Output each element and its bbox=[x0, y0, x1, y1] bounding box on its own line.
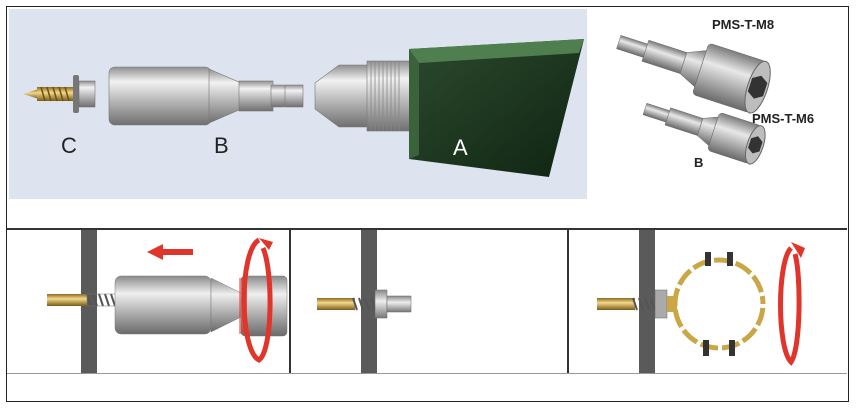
label-b: B bbox=[214, 133, 229, 158]
label-c: C bbox=[61, 133, 77, 158]
step-2-illustration bbox=[317, 230, 412, 373]
assembly-panel: C B A bbox=[9, 9, 587, 199]
label-pms-t-m8: PMS-T-M8 bbox=[712, 17, 775, 32]
step-1-panel bbox=[7, 230, 289, 373]
rotation-arrow bbox=[778, 246, 802, 366]
step-2-panel bbox=[291, 230, 567, 373]
nut-setter-socket bbox=[108, 66, 304, 126]
horizontal-divider bbox=[7, 228, 847, 230]
panel-divider-2 bbox=[567, 230, 569, 373]
label-b-small: B bbox=[694, 155, 704, 170]
figure-frame: C B A bbox=[6, 6, 849, 402]
pipe-clamp bbox=[667, 252, 766, 356]
assembly-illustration bbox=[9, 9, 587, 199]
step-3-illustration bbox=[597, 230, 805, 373]
push-arrow bbox=[147, 244, 193, 260]
panel-divider-1 bbox=[289, 230, 291, 373]
socket-sizes-panel: PMS-T-M8 PMS-T-M6 B bbox=[602, 9, 842, 199]
self-drilling-screw bbox=[23, 75, 96, 113]
socket-m8 bbox=[616, 35, 771, 114]
drill-chuck bbox=[314, 60, 414, 132]
socket-sizes-illustration bbox=[616, 35, 771, 165]
socket-m6 bbox=[642, 102, 766, 165]
step-3-panel bbox=[569, 230, 845, 373]
label-a: A bbox=[453, 135, 468, 160]
bottom-rule bbox=[7, 373, 847, 374]
step-1-illustration bbox=[47, 230, 288, 373]
label-pms-t-m6: PMS-T-M6 bbox=[752, 111, 815, 126]
rotation-arrow bbox=[241, 237, 273, 363]
drill-body bbox=[409, 39, 584, 177]
wall-profile bbox=[361, 230, 377, 373]
